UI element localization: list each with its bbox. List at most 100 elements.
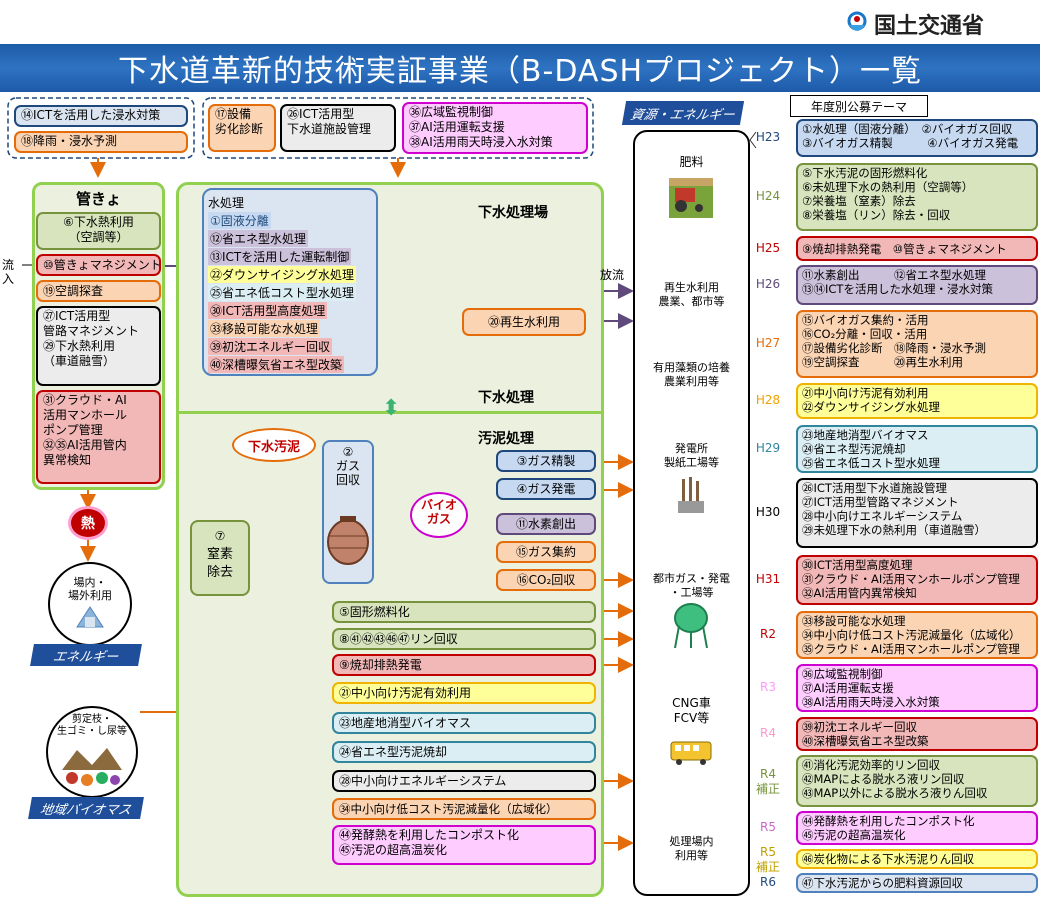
pipe-survey: ⑲空調探査 xyxy=(36,280,161,302)
pipe-management: ⑩管きょマネジメント xyxy=(36,254,161,276)
nitrogen-line-1: ⑦ xyxy=(214,529,226,543)
theme-year: H25 xyxy=(755,240,781,255)
resources-header-text: 資源・エネルギー xyxy=(629,107,736,123)
top-group-left-item-2: ⑱降雨・浸水予測 xyxy=(14,131,188,153)
pipe-management-label: ⑩管きょマネジメント xyxy=(43,257,161,272)
top-group-left-label-1: ⑭ICTを活用した浸水対策 xyxy=(21,108,161,122)
sludge-item-2-label: ⑧㊶㊷㊸㊻㊼リン回収 xyxy=(339,631,458,646)
nitrogen-line-2: 窒素 xyxy=(206,547,233,562)
theme-year: H26 xyxy=(755,277,781,291)
theme-line: ⑰設備劣化診断 ⑱降雨・浸水予測 xyxy=(802,341,986,355)
top-group-facility-diagnosis: ⑰設備劣化診断 xyxy=(208,104,276,152)
inflow-label: 流入 xyxy=(2,258,15,286)
ai-line-3: ㊳AI活用雨天時浸入水対策 xyxy=(409,135,553,149)
energy-label-text: エネルギー xyxy=(51,649,120,665)
water-item-2: ⑫省エネ型水処理 xyxy=(208,230,309,247)
theme-year: R6 xyxy=(760,875,776,889)
updown-arrow-icon: ⬍ xyxy=(382,396,401,421)
water-item-4: ㉒ダウンサイジング水処理 xyxy=(208,266,357,283)
theme-year: H23 xyxy=(755,130,781,144)
resource-vehicle-1: CNG車 xyxy=(672,696,711,710)
sludge-item-6-label: ㉔省エネ型汚泥焼却 xyxy=(339,744,448,759)
resource-fertilizer: 肥料 xyxy=(679,155,704,169)
water-item-6: ㉚ICT活用型高度処理 xyxy=(208,302,328,319)
theme-box: ㊼下水汚泥からの肥料資源回収 xyxy=(796,873,1038,893)
pipe-ict-line-4: （車道融雪） xyxy=(43,354,116,368)
nitrogen-line-3: 除去 xyxy=(206,565,233,580)
gas-recovery-box xyxy=(322,440,374,584)
theme-line: ㉖ICT活用型下水道施設管理 xyxy=(802,481,947,495)
water-treatment-title: 水処理 xyxy=(208,196,245,210)
sludge-item-2: ⑧㊶㊷㊸㊻㊼リン回収 xyxy=(332,628,596,650)
facility-diagnosis-line-1: ⑰設備 xyxy=(215,107,252,121)
sludge-item-1: ⑤固形燃料化 xyxy=(332,601,596,623)
sludge-item-7: ㉘中小向けエネルギーシステム xyxy=(332,770,596,792)
theme-year: H28 xyxy=(755,393,781,407)
pipe-cloud-line-1: ㉛クラウド・AI xyxy=(43,393,127,407)
energy-use-circle xyxy=(48,562,132,646)
resource-algae-2: 農業利用等 xyxy=(664,375,719,388)
theme-year: R4 xyxy=(760,726,776,740)
sludge-item-5: ㉓地産地消型バイオマス xyxy=(332,712,596,734)
building-icon xyxy=(76,606,104,628)
pipe-cloud-line-3: ポンプ管理 xyxy=(43,423,103,437)
theme-year: H31 xyxy=(755,572,781,586)
pipe-cloud-line-5: 異常検知 xyxy=(43,453,92,467)
theme-line: ㊵深槽曝気省エネ型改築 xyxy=(802,734,929,748)
water-item-5: ㉕省エネ低コスト型水処理 xyxy=(208,284,357,301)
theme-line: ③バイオガス精製 ④バイオガス発電 xyxy=(802,136,1019,150)
themes-header: 年度別公募テーマ xyxy=(790,95,928,117)
resource-gas-2: ・工場等 xyxy=(669,586,714,599)
pipe-ict-line-2: 管路マネジメント xyxy=(43,324,140,338)
ministry-name: 国土交通省 xyxy=(874,14,985,39)
theme-line: ㊶消化汚泥効率的リン回収 xyxy=(802,758,940,772)
water-item-7: ㉝移設可能な水処理 xyxy=(208,320,321,337)
factory-icon xyxy=(678,477,704,513)
themes-header-text: 年度別公募テーマ xyxy=(810,99,907,114)
theme-year: H27 xyxy=(755,336,781,350)
heat-circle: 熱 xyxy=(68,506,108,540)
theme-year: R2 xyxy=(760,627,776,641)
theme-year: R3 xyxy=(760,680,776,694)
gas-item-1-label: ③ガス精製 xyxy=(516,453,576,468)
sewer-pipe-title: 管きょ xyxy=(75,190,121,208)
theme-year: H24 xyxy=(755,189,781,203)
resource-power-2: 製紙工場等 xyxy=(664,456,719,469)
theme-line: ㉜AI活用管内異常検知 xyxy=(802,586,917,600)
water-item-8: ㊴初沈エネルギー回収 xyxy=(208,338,333,355)
pipe-heat-line-1: ⑥下水熱利用 xyxy=(63,215,134,229)
theme-line: ⑧栄養塩（リン）除去・回収 xyxy=(802,208,951,222)
biomass-line-1: 剪定枝・ xyxy=(72,714,112,725)
theme-line: ㉔省エネ型汚泥焼却 xyxy=(802,442,906,456)
sludge-item-10-label: ㊺汚泥の超高温炭化 xyxy=(339,843,448,857)
ai-line-2: ㊲AI活用運転支援 xyxy=(409,120,505,134)
theme-line: ㊴初沈エネルギー回収 xyxy=(802,720,917,734)
theme-line: ⑲空調探査 ⑳再生水利用 xyxy=(802,355,963,369)
pipe-cloud-line-4: ㉜㉟AI活用管内 xyxy=(43,438,127,452)
bus-icon xyxy=(670,741,712,765)
theme-line: ㊳AI活用雨天時浸入水対策 xyxy=(802,695,940,709)
discharge-label: 放流 xyxy=(600,268,625,282)
sewage-sludge-label: 下水汚泥 xyxy=(247,439,300,455)
gas-item-3-label: ⑪水素創出 xyxy=(515,516,576,531)
water-item-3: ⑬ICTを活用した運転制御 xyxy=(208,248,352,265)
theme-line: ㉚ICT活用型高度処理 xyxy=(802,558,913,572)
title-banner: 下水道革新的技術実証事業（B-DASHプロジェクト）一覧 xyxy=(0,44,1040,92)
sludge-item-4: ㉑中小向け汚泥有効利用 xyxy=(332,682,596,704)
water-item-1: ①固液分離 xyxy=(208,212,271,229)
gas-item-4-label: ⑮ガス集約 xyxy=(515,544,576,559)
theme-line: ㉛クラウド・AI活用マンホールポンプ管理 xyxy=(802,572,1020,586)
page-title: 下水道革新的技術実証事業（B-DASHプロジェクト）一覧 xyxy=(117,54,923,89)
resource-reclaimed-water-2: 農業、都市等 xyxy=(658,295,725,308)
resource-vehicle-2: FCV等 xyxy=(673,711,710,725)
biomass-label: 地域バイオマス xyxy=(28,797,144,819)
biomass-line-2: 生ゴミ・し尿等 xyxy=(57,726,127,737)
theme-year: R5 xyxy=(760,820,776,834)
